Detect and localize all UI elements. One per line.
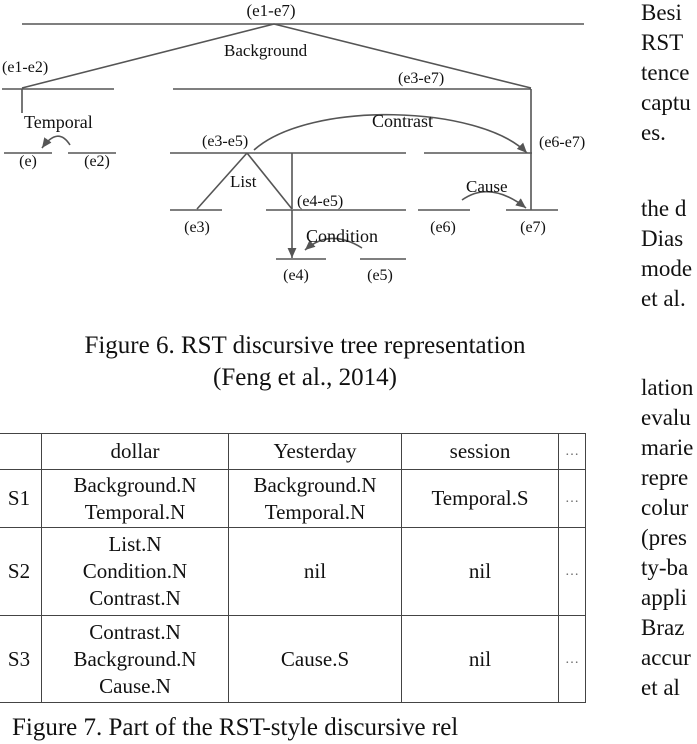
- rst-feature-table: dollar Yesterday session … S1 Background…: [0, 433, 586, 703]
- node-e1-e2: (e1-e2): [2, 59, 48, 76]
- node-e4-e5: (e4-e5): [297, 193, 343, 210]
- row-label: S2: [0, 527, 42, 616]
- edge-root-left: [21, 23, 275, 89]
- rel-contrast: Contrast: [372, 111, 433, 131]
- right-line: es.: [641, 120, 666, 145]
- cell-ellipsis: …: [558, 527, 586, 616]
- right-line: mode: [641, 256, 693, 281]
- edge-list-right: [246, 152, 293, 210]
- right-line: (pres: [641, 525, 687, 550]
- header-ellipsis: …: [558, 433, 586, 470]
- leaf-e5: (e5): [367, 267, 393, 284]
- right-line: marie: [641, 435, 694, 460]
- cell-line: Contrast.N: [89, 586, 181, 610]
- right-line: et al: [641, 675, 680, 700]
- table-row: S2 List.N Condition.N Contrast.N nil nil …: [0, 527, 586, 616]
- right-line: lation: [641, 375, 694, 400]
- right-line: ty-ba: [641, 555, 689, 580]
- node-root: (e1-e7): [246, 1, 295, 20]
- right-column-text: Besi RST tence captu es.: [641, 0, 691, 148]
- cell-line: Temporal.N: [264, 499, 366, 524]
- leaf-e3: (e3): [184, 219, 210, 236]
- leaf-e6: (e6): [430, 219, 456, 236]
- right-line: Besi: [641, 0, 682, 25]
- header-yesterday: Yesterday: [228, 433, 402, 470]
- cell-line: Condition.N: [82, 559, 188, 583]
- right-column-text: lation evalu marie repre colur (pres ty-…: [641, 373, 693, 703]
- rel-cause: Cause: [466, 177, 508, 196]
- cell-line: nil: [468, 559, 492, 583]
- cell: Cause.S: [228, 615, 402, 703]
- header-dollar: dollar: [41, 433, 229, 470]
- cell-line: Cause.N: [99, 673, 171, 698]
- right-line: Dias: [641, 226, 684, 251]
- cell: List.N Condition.N Contrast.N: [41, 527, 229, 616]
- rel-condition: Condition: [306, 226, 378, 246]
- cell: nil: [401, 615, 559, 703]
- node-e6-e7: (e6-e7): [539, 134, 585, 151]
- row-label: S3: [0, 615, 42, 703]
- cause-arrow: [461, 190, 527, 209]
- node-e3-e5: (e3-e5): [202, 133, 248, 150]
- right-line: et al.: [641, 286, 686, 311]
- right-line: accur: [641, 645, 691, 670]
- cell: Temporal.S: [401, 469, 559, 528]
- leaf-e7: (e7): [520, 219, 546, 236]
- right-line: RST: [641, 30, 684, 55]
- right-line: tence: [641, 60, 690, 85]
- right-line: colur: [641, 495, 689, 520]
- temporal-arrow: [41, 135, 71, 149]
- leaf-e: (e): [19, 153, 37, 170]
- rel-background: Background: [224, 41, 308, 60]
- cell-line: Background.N: [73, 472, 197, 497]
- rst-tree-diagram: (e1-e7) (e1-e2) (e3-e7) (e3-e5) (e6-e7) …: [2, 1, 585, 284]
- cell-line: Temporal.N: [84, 499, 186, 524]
- row-label: S1: [0, 469, 42, 528]
- right-line: evalu: [641, 405, 691, 430]
- table-corner-cell: [0, 433, 42, 470]
- figure6-caption: Figure 6. RST discursive tree representa…: [10, 330, 600, 394]
- leaf-e4: (e4): [283, 267, 309, 284]
- right-line: Braz: [641, 615, 685, 640]
- cell-line: List.N: [108, 532, 162, 556]
- right-line: captu: [641, 90, 691, 115]
- right-line: appli: [641, 585, 687, 610]
- edge-list-left: [196, 152, 248, 210]
- figure6-caption-line1: Figure 6. RST discursive tree representa…: [84, 332, 526, 359]
- contrast-arrow: [253, 113, 528, 154]
- node-e3-e7: (e3-e7): [398, 70, 444, 87]
- cell-line: Contrast.N: [89, 619, 181, 644]
- rel-list: List: [230, 172, 257, 191]
- cell-line: Temporal.S: [431, 486, 529, 510]
- leaf-e2: (e2): [84, 153, 110, 170]
- right-line: the d: [641, 196, 687, 221]
- rel-temporal: Temporal: [24, 112, 93, 132]
- cell: nil: [228, 527, 402, 616]
- condition-arrow: [304, 237, 363, 251]
- cell-ellipsis: …: [558, 469, 586, 528]
- cell-line: Cause.S: [280, 646, 350, 671]
- right-column-text: the d Dias mode et al.: [641, 194, 692, 314]
- cell-line: Background.N: [73, 646, 197, 671]
- cell-line: nil: [468, 646, 492, 671]
- header-session: session: [401, 433, 559, 470]
- figure6-caption-line2: (Feng et al., 2014): [213, 364, 397, 391]
- table-header-row: dollar Yesterday session …: [0, 433, 586, 470]
- cell-ellipsis: …: [558, 615, 586, 703]
- figure7-caption: Figure 7. Part of the RST-style discursi…: [12, 714, 459, 741]
- edge-root-right: [273, 23, 532, 89]
- cell: nil: [401, 527, 559, 616]
- cell-line: nil: [303, 559, 327, 583]
- cell-line: Background.N: [253, 472, 377, 497]
- right-line: repre: [641, 465, 689, 490]
